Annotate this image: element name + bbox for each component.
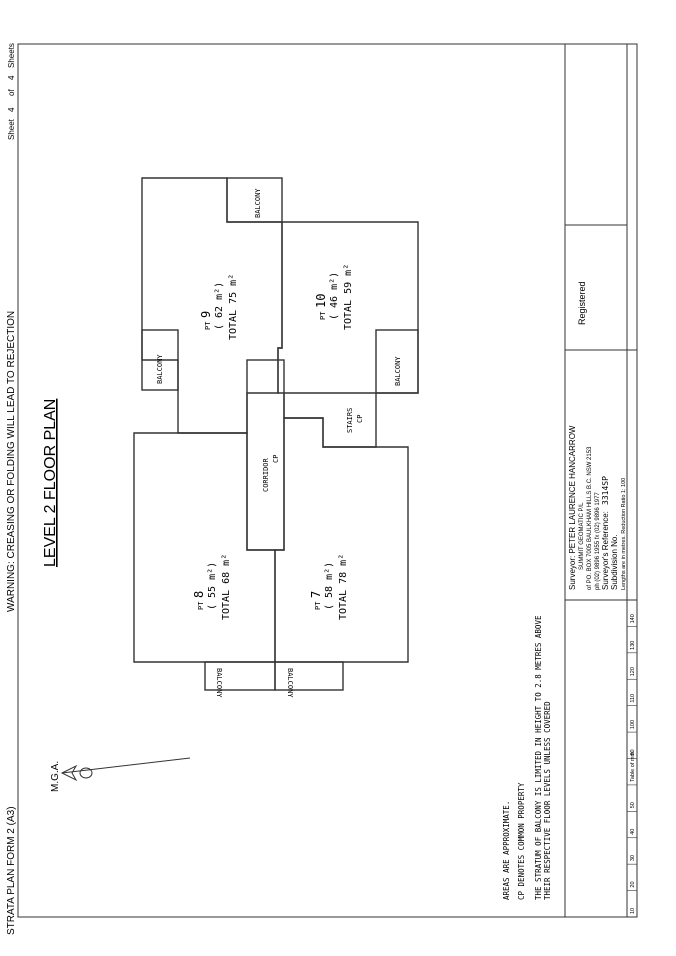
lot-7-label: PT 7 ( 58 m²) TOTAL 78 m² [309,554,349,620]
svg-text:( 46 m²): ( 46 m²) [329,272,340,320]
svg-text:TOTAL 75 m²: TOTAL 75 m² [228,274,239,340]
stairs-cp-label: CP [356,415,364,423]
warning-text: WARNING: CREASING OR FOLDING WILL LEAD T… [6,311,17,612]
balcony-label-lot8: BALCONY [215,668,223,698]
note-stratum-1: THE STRATUM OF BALCONY IS LIMITED IN HEI… [534,615,543,900]
svg-text:PT: PT [197,601,205,610]
svg-text:PT: PT [319,311,327,320]
svg-text:ph (02) 9896 1955 fx (02) 9: ph (02) 9896 1955 fx (02) 9896 1977 [595,492,601,590]
north-label: M.G.A. [50,761,61,792]
sheets-label: Sheets [7,43,16,68]
north-arrow: M.G.A. [50,757,191,792]
balcony-label-side: BALCONY [156,354,164,384]
lot-8-label: PT 8 ( 55 m²) TOTAL 68 m² [192,554,232,620]
balcony-label-lot7: BALCONY [286,668,294,698]
surveyor-details: Surveyor: PETER LAURENCE HANCARROW SUMMI… [568,425,627,590]
scale-bar-tick: 110 [630,694,636,703]
scale-bar-tick: 130 [630,641,636,650]
lot-7-boundary [274,417,409,663]
sheet-number: Sheet 4 of 4 Sheets [7,43,16,140]
note-approximate: AREAS ARE APPROXIMATE. [502,801,511,900]
lot-9-label: PT 9 ( 62 m²) TOTAL 75 m² [199,274,239,340]
svg-text:7: 7 [309,591,323,598]
sheet-total: 4 [7,75,16,80]
svg-text:SUMMIT GEOMATIC P/L: SUMMIT GEOMATIC P/L [579,502,585,570]
svg-text:TOTAL 68 m²: TOTAL 68 m² [221,554,232,620]
lot-labels: PT 9 ( 62 m²) TOTAL 75 m² PT 10 ( 46 m²)… [192,264,354,620]
of-label: of [7,89,16,96]
scale-bar-tick: Table of mm [630,752,636,782]
sheet-border [17,43,638,918]
svg-text:PT: PT [204,321,212,330]
svg-text:Surveyor: PETER LAURENCE HANC: Surveyor: PETER LAURENCE HANCARROW [568,425,577,590]
scale-bar-tick: 20 [630,881,636,887]
scale-bar-tick: 30 [630,855,636,861]
title-block: Surveyor: PETER LAURENCE HANCARROW SUMMI… [564,44,637,917]
sheet-label: Sheet [7,118,16,140]
scale-bar-tick: 120 [630,667,636,676]
svg-text:TOTAL 78 m²: TOTAL 78 m² [338,554,349,620]
svg-text:PT: PT [314,601,322,610]
svg-text:3314SP: 3314SP [601,476,610,505]
plan-notes: AREAS ARE APPROXIMATE. CP DENOTES COMMON… [502,615,552,900]
scale-bar-tick: 100 [630,720,636,729]
space-labels: BALCONY BALCONY BALCONY BALCONY BALCONY … [156,188,402,699]
note-cp: CP DENOTES COMMON PROPERTY [517,782,526,900]
balcony-label-lot10: BALCONY [394,356,402,386]
corridor-label: CORRIDOR [262,457,270,492]
floor-plan-drawing [133,177,419,691]
arrow-head-icon [60,764,78,782]
balcony-lot7 [274,661,344,691]
note-stratum-2: THEIR RESPECTIVE FLOOR LEVELS UNLESS COV… [543,701,552,900]
lot-8-boundary [133,432,276,663]
scale-bar-tick: 10 [630,908,636,914]
scale-bar-tick: 140 [630,614,636,623]
svg-text:( 55 m²): ( 55 m²) [207,562,218,610]
corridor-cp-label: CP [272,455,280,463]
form-name: STRATA PLAN FORM 2 (A3) [6,806,17,935]
svg-text:8: 8 [192,591,206,598]
svg-text:of PO. BOX 7005 BAULKHAM HILL: of PO. BOX 7005 BAULKHAM HILLS B.C. NSW … [587,446,593,590]
lot-10-label: PT 10 ( 46 m²) TOTAL 59 m² [314,264,354,330]
balcony-lot9-top [226,177,283,223]
scale-bar-tick: 50 [630,802,636,808]
scale-bar-tick: 90 [630,749,636,755]
svg-text:( 62 m²): ( 62 m²) [214,282,225,330]
balcony-lot10 [375,329,419,394]
registered-label: Registered [577,281,587,325]
balcony-lot9-side [141,329,179,391]
svg-text:Subdivision No.: Subdivision No. [610,534,619,590]
svg-text:TOTAL 59 m²: TOTAL 59 m² [343,264,354,330]
svg-text:( 58 m²): ( 58 m²) [324,562,335,610]
compass-knot-icon [79,767,93,779]
balcony-label-top: BALCONY [254,188,262,218]
svg-text:Lengths are in metres. Reducti: Lengths are in metres. Reduction Ratio 1… [621,478,627,590]
svg-text:9: 9 [199,311,213,318]
svg-text:Surveyor's Reference:: Surveyor's Reference: [601,511,610,590]
sheet-no: 4 [7,107,16,112]
plan-title: LEVEL 2 FLOOR PLAN [42,399,59,567]
scale-bar-tick: 40 [630,829,636,835]
lot-10-boundary [277,221,419,394]
svg-text:10: 10 [314,294,328,308]
stairs-label: STAIRS [346,408,354,433]
